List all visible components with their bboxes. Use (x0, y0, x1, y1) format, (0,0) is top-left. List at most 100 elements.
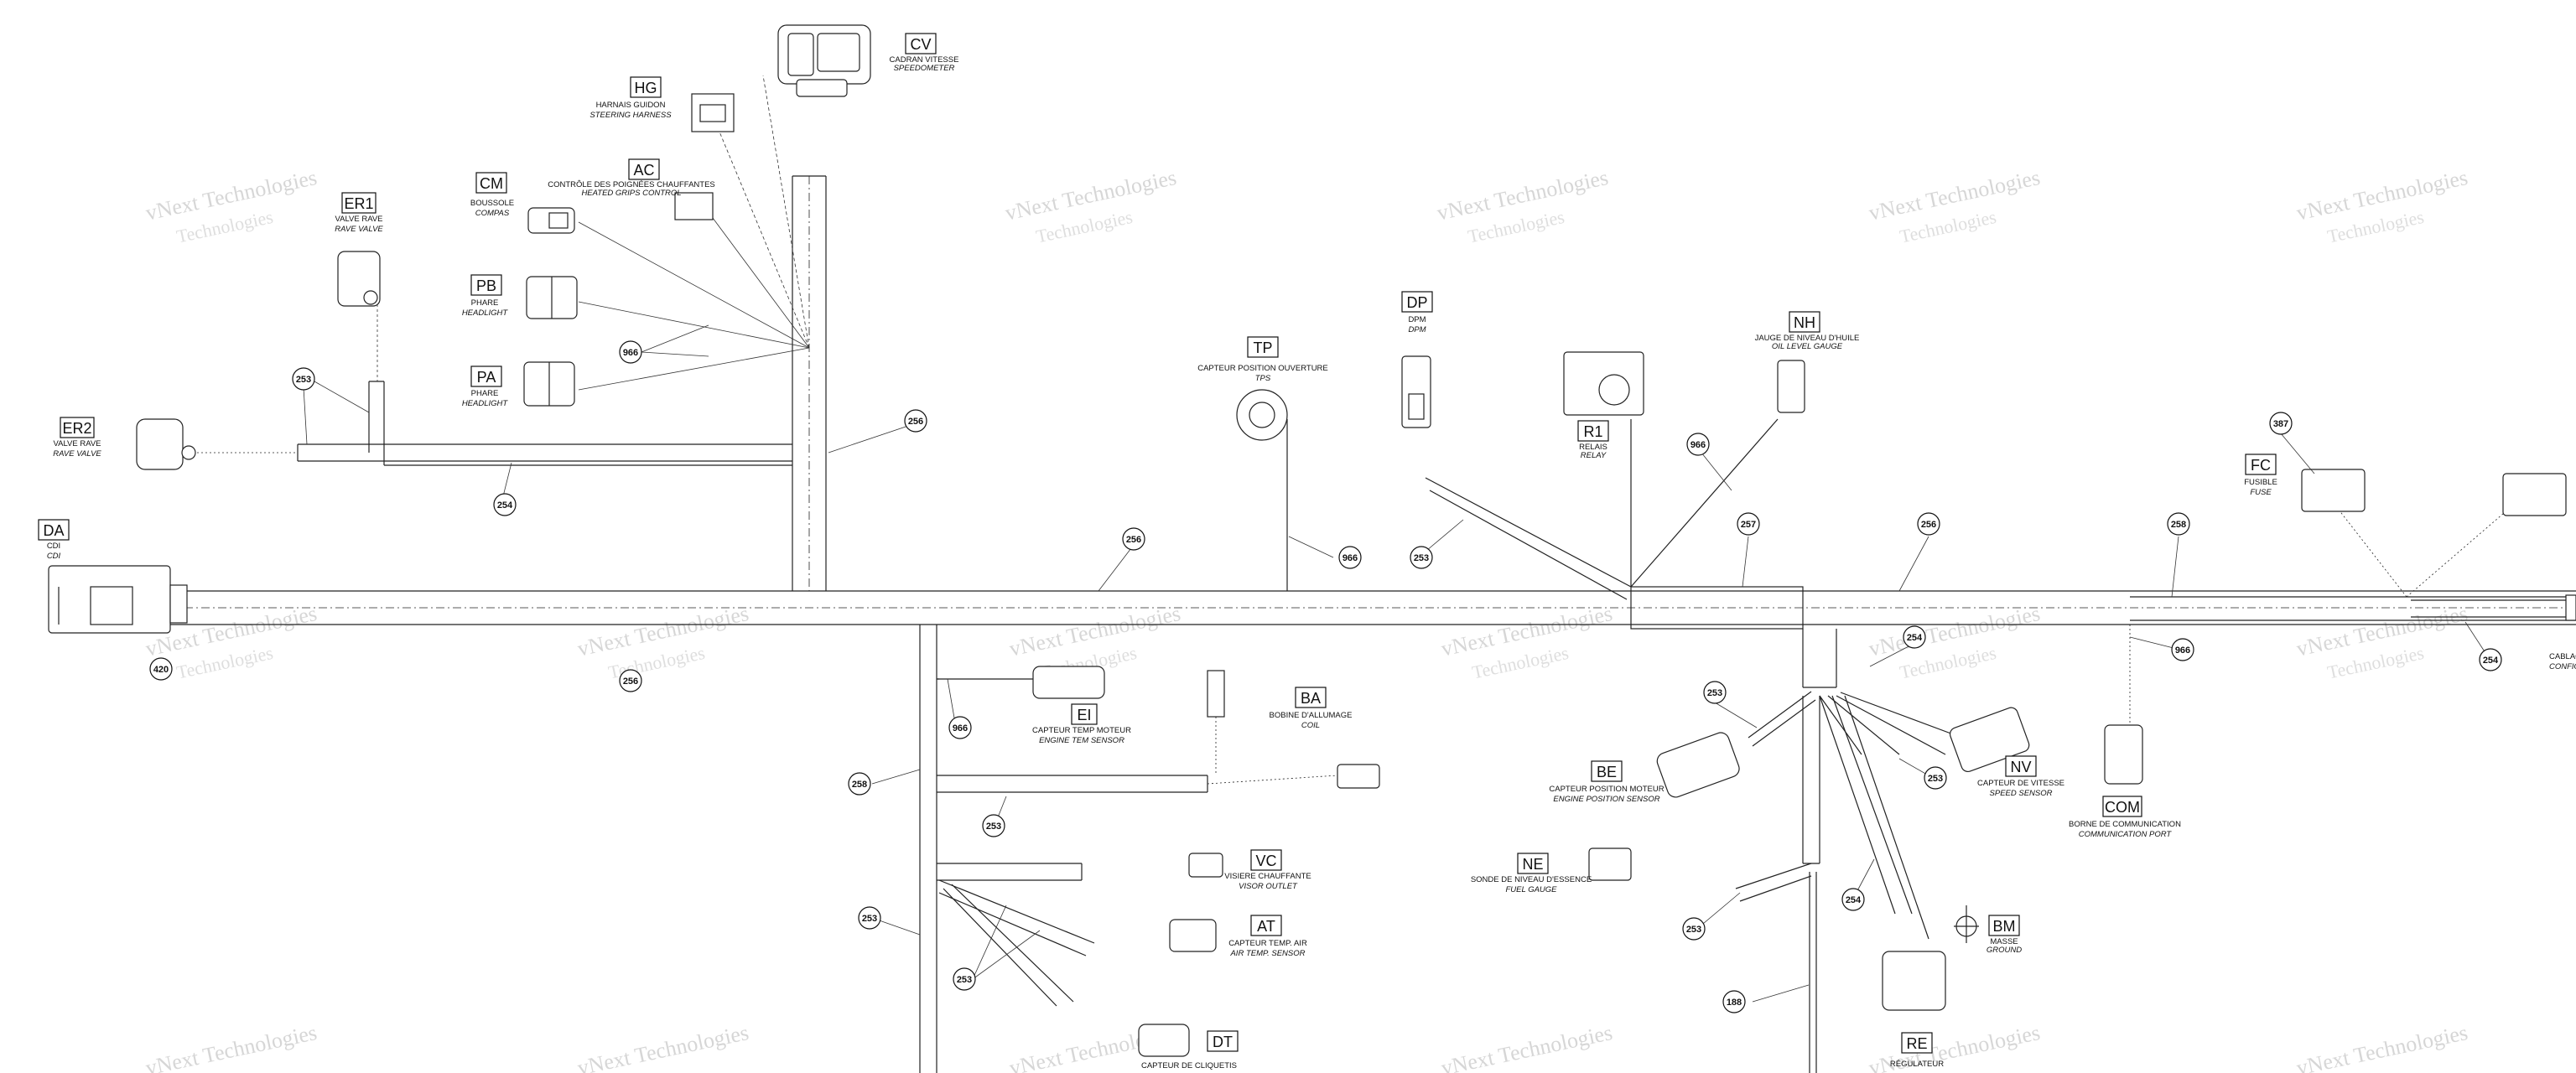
label-code: PA (477, 369, 496, 386)
callout-253: 253 (1928, 774, 1943, 784)
label-en: COIL (1301, 721, 1320, 730)
harness-trunk (168, 175, 2576, 1073)
watermark-text: vNext Technologies (2294, 1020, 2470, 1073)
callout-253: 253 (296, 375, 311, 385)
ground-icon (1954, 905, 1979, 943)
label-fr: PHARE (471, 298, 499, 308)
callout-254: 254 (497, 500, 513, 511)
label-code: NV (2010, 759, 2031, 775)
connector-at-icon (1169, 919, 1217, 952)
callout-420: 420 (153, 665, 169, 675)
component-labels: CV CADRAN VITESSE SPEEDOMETER HG HARNAIS… (38, 33, 2576, 1070)
label-fr: BOBINE D'ALLUMAGE (1270, 711, 1353, 720)
label-code: NE (1522, 856, 1543, 873)
label-code: BM (1993, 918, 2016, 935)
label-en: GROUND (1987, 946, 2022, 955)
label-en: CONFIGUR (2549, 662, 2576, 671)
label-en: ENGINE POSITION SENSOR (1553, 795, 1659, 804)
connector-nh-icon (1777, 360, 1805, 413)
label-code: DA (43, 522, 64, 539)
connector-com-icon (2104, 724, 2143, 785)
watermark-text: vNext Technologies (143, 1020, 319, 1073)
connector-ba-icon (1207, 670, 1225, 718)
label-en: ENGINE TEM SENSOR (1039, 736, 1124, 745)
label-en: HEADLIGHT (462, 308, 509, 318)
label-code: PB (476, 277, 496, 294)
callout-253: 253 (862, 914, 877, 924)
label-fr: RELAIS (1579, 443, 1607, 452)
connector-dt-icon (1138, 1024, 1190, 1057)
label-en: RAVE VALVE (335, 225, 383, 234)
label-en: TPS (1255, 374, 1271, 383)
label-code: AT (1257, 918, 1275, 935)
connector-tp-icon (1236, 389, 1288, 441)
connector-be-icon (1656, 732, 1740, 798)
callout-258: 258 (852, 780, 867, 790)
label-fr: JAUGE DE NIVEAU D'HUILE (1755, 334, 1860, 343)
label-en: RAVE VALVE (53, 449, 101, 459)
label-en: FUEL GAUGE (1505, 885, 1557, 894)
label-fr: RÉGULATEUR (1890, 1060, 1944, 1069)
label-code: AC (633, 162, 654, 179)
label-code: NH (1794, 314, 1815, 331)
label-fr: VALVE RAVE (335, 215, 382, 224)
connector-nv-icon (1949, 707, 2030, 773)
label-code: FC (2251, 457, 2271, 474)
label-en: VISOR OUTLET (1239, 882, 1298, 891)
label-code: RE (1906, 1035, 1927, 1052)
connector-ac-icon (674, 192, 714, 220)
connector-ei-icon (1032, 666, 1105, 699)
label-en: HEADLIGHT (462, 399, 509, 408)
label-code: COM (2105, 799, 2140, 816)
connector-hg-icon (691, 93, 735, 132)
callout-966: 966 (953, 723, 968, 733)
label-en: AIR TEMP. SENSOR (1229, 949, 1305, 958)
label-code: TP (1253, 340, 1272, 356)
callout-966: 966 (2175, 645, 2190, 656)
callout-966: 966 (623, 348, 638, 358)
connector-plug-icon (1337, 764, 1380, 789)
label-fr: CAPTEUR TEMP MOTEUR (1032, 726, 1131, 735)
connector-r1-icon (1563, 351, 1644, 416)
label-code: CV (910, 36, 931, 53)
leader-fan (377, 75, 810, 391)
callout-256: 256 (1921, 520, 1936, 530)
callout-966: 966 (1690, 440, 1706, 450)
callout-253: 253 (1707, 688, 1722, 698)
callout-253: 253 (1414, 553, 1429, 563)
label-code: CM (480, 175, 503, 192)
label-fr: SONDE DE NIVEAU D'ESSENCE (1471, 875, 1592, 884)
callout-253: 253 (986, 822, 1001, 832)
connector-right-icon (2502, 473, 2567, 516)
label-code: VC (1255, 853, 1276, 869)
callout-256: 256 (623, 676, 638, 687)
label-code: BA (1301, 690, 1321, 707)
connector-da-icon (48, 565, 188, 634)
label-code: HG (635, 80, 657, 96)
label-code: BE (1597, 764, 1617, 780)
label-code: ER2 (62, 420, 91, 437)
label-fr: PHARE (471, 389, 499, 398)
label-fr: BORNE DE COMMUNICATION (2069, 820, 2181, 829)
label-fr: MASSE (1990, 937, 2018, 946)
callout-258: 258 (2171, 520, 2186, 530)
label-en: SPEED SENSOR (1990, 789, 2053, 798)
connector-er1-icon (337, 251, 381, 307)
label-en: RELAY (1581, 451, 1607, 460)
watermark-text: vNext Technologies (575, 1020, 750, 1073)
label-fr: DPM (1408, 315, 1426, 324)
connector-cm-icon (527, 207, 575, 234)
callout-256: 256 (1126, 535, 1141, 545)
label-fr: VISIERE CHAUFFANTE (1224, 872, 1311, 881)
connectors (48, 24, 2576, 1057)
label-en: COMMUNICATION PORT (2079, 830, 2173, 839)
callout-387: 387 (2273, 419, 2288, 429)
connector-er2-icon (136, 418, 196, 470)
label-fr: CAPTEUR POSITION MOTEUR (1549, 785, 1664, 794)
label-fr: HARNAIS GUIDON (596, 101, 666, 110)
label-code: ER1 (344, 195, 373, 212)
label-fr: CAPTEUR DE VITESSE (1977, 779, 2064, 788)
label-code: DP (1406, 294, 1427, 311)
label-fr: VALVE RAVE (53, 439, 101, 448)
